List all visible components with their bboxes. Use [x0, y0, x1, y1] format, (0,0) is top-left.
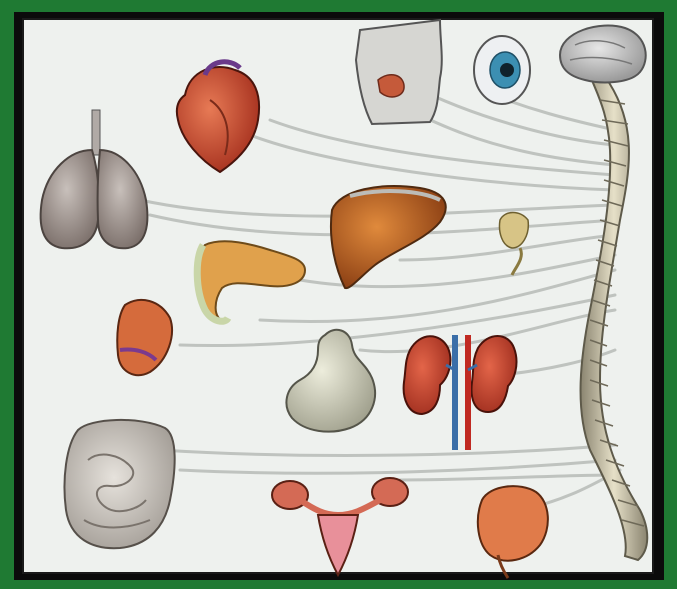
heart: [177, 62, 259, 172]
gallbladder: [500, 213, 529, 276]
liver: [331, 186, 446, 288]
stomach: [286, 330, 375, 432]
intestines: [65, 420, 175, 548]
lungs: [41, 110, 148, 248]
spleen: [117, 300, 172, 375]
uterus-ovaries: [272, 478, 408, 575]
salivary-glands: [356, 20, 442, 124]
kidneys: [404, 335, 517, 450]
eye: [474, 36, 530, 104]
bladder: [478, 486, 548, 578]
pancreas: [197, 241, 305, 322]
brain: [560, 26, 646, 83]
